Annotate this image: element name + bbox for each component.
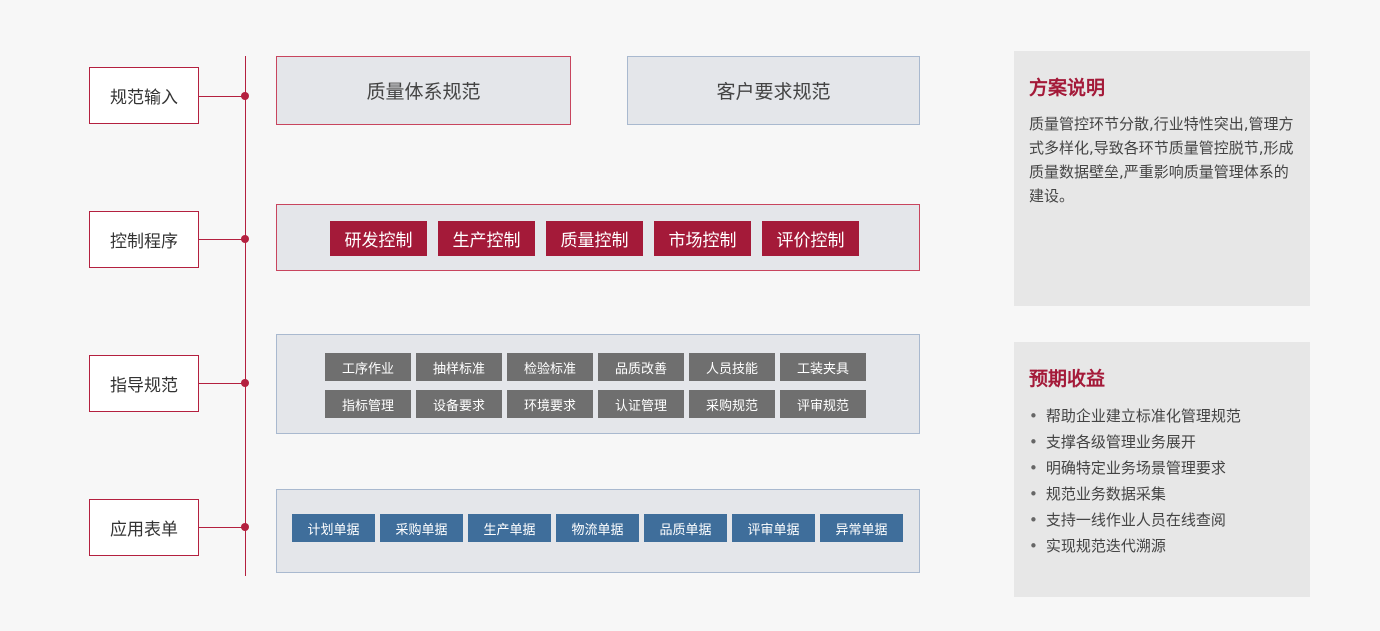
benefits-list: 帮助企业建立标准化管理规范 支撑各级管理业务展开 明确特定业务场景管理要求 规范… — [1029, 403, 1296, 559]
timeline-dot-guide — [241, 379, 249, 387]
plan-description-card: 方案说明 质量管控环节分散,行业特性突出,管理方式多样化,导致各环节质量管控脱节… — [1014, 51, 1310, 306]
control-tag: 市场控制 — [654, 221, 751, 256]
benefit-item: 明确特定业务场景管理要求 — [1029, 455, 1296, 481]
connector-input — [199, 96, 245, 97]
connector-control — [199, 239, 245, 240]
form-tag: 生产单据 — [468, 514, 551, 542]
benefit-item: 实现规范迭代溯源 — [1029, 533, 1296, 559]
control-tag: 质量控制 — [546, 221, 643, 256]
quality-system-spec-box: 质量体系规范 — [276, 56, 571, 125]
guide-tag: 抽样标准 — [416, 353, 502, 381]
benefit-item: 支持一线作业人员在线查阅 — [1029, 507, 1296, 533]
connector-forms — [199, 527, 245, 528]
form-tag: 采购单据 — [380, 514, 463, 542]
guide-tag: 工装夹具 — [780, 353, 866, 381]
customer-requirement-spec-box: 客户要求规范 — [627, 56, 920, 125]
form-tag: 异常单据 — [820, 514, 903, 542]
benefit-item: 规范业务数据采集 — [1029, 481, 1296, 507]
guide-tag: 采购规范 — [689, 390, 775, 418]
level-label-input: 规范输入 — [89, 67, 199, 124]
guide-tag: 检验标准 — [507, 353, 593, 381]
plan-title: 方案说明 — [1029, 77, 1106, 99]
guide-tag: 指标管理 — [325, 390, 411, 418]
guide-tag: 工序作业 — [325, 353, 411, 381]
benefit-item: 支撑各级管理业务展开 — [1029, 429, 1296, 455]
control-tag: 生产控制 — [438, 221, 535, 256]
level-label-guide: 指导规范 — [89, 355, 199, 412]
guide-tag: 认证管理 — [598, 390, 684, 418]
timeline-dot-control — [241, 235, 249, 243]
guide-tag: 品质改善 — [598, 353, 684, 381]
form-tag: 品质单据 — [644, 514, 727, 542]
control-procedure-panel: 研发控制 生产控制 质量控制 市场控制 评价控制 — [276, 204, 920, 271]
guide-tag: 评审规范 — [780, 390, 866, 418]
application-forms-panel: 计划单据 采购单据 生产单据 物流单据 品质单据 评审单据 异常单据 — [276, 489, 920, 573]
level-label-control: 控制程序 — [89, 211, 199, 268]
guide-spec-panel: 工序作业 抽样标准 检验标准 品质改善 人员技能 工装夹具 指标管理 设备要求 … — [276, 334, 920, 434]
guide-tag: 人员技能 — [689, 353, 775, 381]
timeline-dot-input — [241, 92, 249, 100]
benefit-item: 帮助企业建立标准化管理规范 — [1029, 403, 1296, 429]
connector-guide — [199, 383, 245, 384]
control-tag: 评价控制 — [762, 221, 859, 256]
timeline-dot-forms — [241, 523, 249, 531]
expected-benefits-card: 预期收益 帮助企业建立标准化管理规范 支撑各级管理业务展开 明确特定业务场景管理… — [1014, 342, 1310, 597]
level-label-forms: 应用表单 — [89, 499, 199, 556]
timeline-line — [245, 56, 246, 576]
guide-tag: 设备要求 — [416, 390, 502, 418]
control-tag: 研发控制 — [330, 221, 427, 256]
benefits-title: 预期收益 — [1029, 368, 1106, 390]
form-tag: 计划单据 — [292, 514, 375, 542]
form-tag: 物流单据 — [556, 514, 639, 542]
plan-body: 质量管控环节分散,行业特性突出,管理方式多样化,导致各环节质量管控脱节,形成质量… — [1029, 115, 1294, 205]
form-tag: 评审单据 — [732, 514, 815, 542]
guide-tag: 环境要求 — [507, 390, 593, 418]
